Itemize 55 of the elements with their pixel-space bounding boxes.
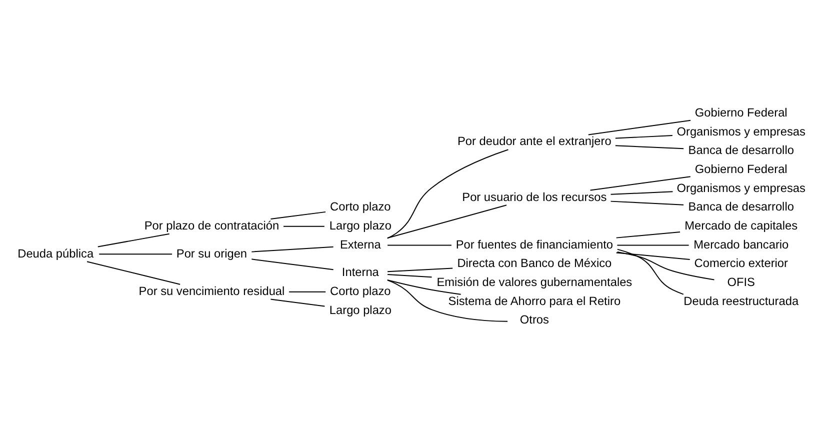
node-text: Interna bbox=[342, 264, 379, 279]
connector bbox=[387, 244, 452, 246]
node-text: Gobierno Federal bbox=[694, 161, 788, 176]
node-text: Corto plazo bbox=[330, 283, 391, 298]
connector bbox=[588, 119, 692, 135]
node-text: Mercado bancario bbox=[694, 236, 789, 251]
connector bbox=[616, 252, 690, 260]
node-text: Otros bbox=[520, 312, 549, 326]
connector bbox=[251, 258, 334, 270]
node-text: Organismos y empresas bbox=[676, 180, 806, 194]
connector bbox=[288, 290, 326, 292]
connector bbox=[614, 144, 684, 149]
node-text: Largo plazo bbox=[329, 302, 392, 316]
connector bbox=[386, 148, 509, 238]
node-text: Directa con Banco de México bbox=[457, 256, 612, 270]
node-text: Corto plazo bbox=[330, 199, 391, 214]
connector bbox=[387, 204, 507, 238]
node-text: Banca de desarrollo bbox=[688, 142, 794, 157]
connector bbox=[610, 200, 684, 205]
node-text: Externa bbox=[340, 236, 381, 251]
connector bbox=[283, 225, 325, 226]
node-text: Deuda pública bbox=[18, 246, 94, 260]
node-text: Por fuentes de financiamiento bbox=[456, 236, 613, 251]
node-text: Organismos y empresas bbox=[676, 124, 806, 138]
connector bbox=[616, 230, 681, 238]
connector bbox=[616, 250, 715, 280]
node-text: Por usuario de los recursos bbox=[462, 189, 607, 204]
node-text: Por plazo de contratación bbox=[144, 218, 280, 232]
connector bbox=[590, 176, 691, 190]
node-text: Mercado de capitales bbox=[684, 218, 798, 232]
connector bbox=[386, 279, 462, 294]
node-text: Sistema de Ahorro para el Retiro bbox=[448, 293, 621, 308]
node-text: Emisión de valores gubernamentales bbox=[436, 274, 632, 288]
connector bbox=[387, 279, 508, 322]
connector bbox=[98, 253, 173, 254]
connector bbox=[86, 260, 181, 284]
connector bbox=[610, 190, 674, 194]
connector bbox=[97, 232, 170, 247]
connector bbox=[387, 267, 454, 272]
node-text: Deuda reestructurada bbox=[684, 293, 799, 308]
node-text: Por deudor ante el extranjero bbox=[458, 134, 612, 148]
connector bbox=[614, 134, 673, 138]
node-text: Comercio exterior bbox=[694, 256, 788, 270]
connector bbox=[251, 246, 334, 252]
connector bbox=[387, 274, 432, 278]
connector bbox=[616, 244, 690, 246]
node-text: OFIS bbox=[727, 274, 755, 288]
node-text: Largo plazo bbox=[329, 218, 392, 232]
node-text: Por su origen bbox=[176, 246, 248, 260]
node-text: Gobierno Federal bbox=[694, 104, 788, 119]
connector bbox=[616, 248, 684, 294]
node-text: Por su vencimiento residual bbox=[138, 283, 285, 298]
node-text: Banca de desarrollo bbox=[688, 199, 794, 214]
connector bbox=[270, 298, 326, 306]
connector bbox=[270, 210, 326, 219]
